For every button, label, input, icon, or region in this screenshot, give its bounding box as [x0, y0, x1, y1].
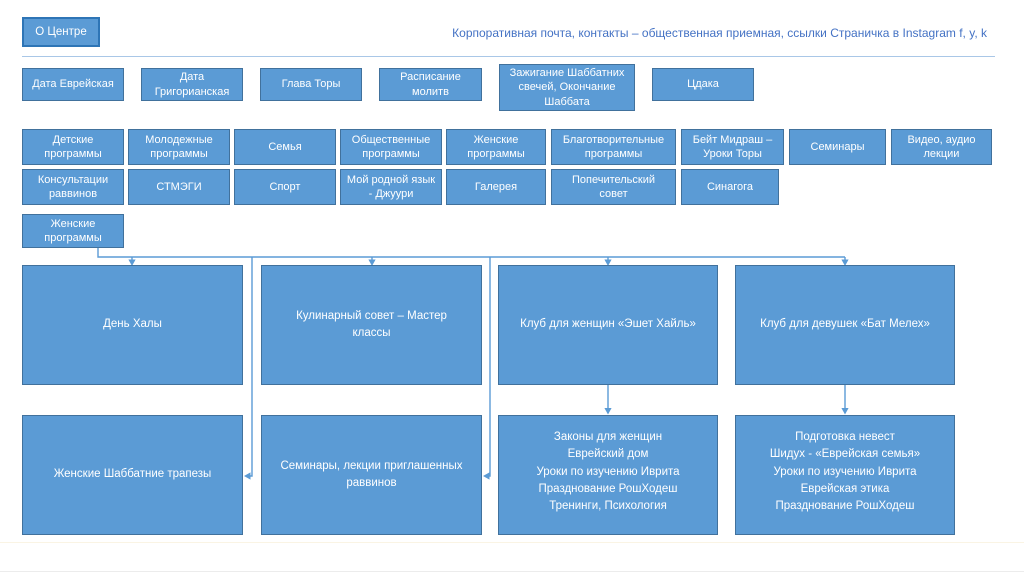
tile-gallery[interactable]: Галерея	[446, 169, 546, 205]
detail-card-shabbat-meals[interactable]: Женские Шаббатние трапезы	[22, 415, 243, 535]
corporate-links-text[interactable]: Корпоративная почта, контакты – обществе…	[452, 26, 987, 40]
program-card-chala-day[interactable]: День Халы	[22, 265, 243, 385]
tile-synagogue[interactable]: Синагога	[681, 169, 779, 205]
tile-prayer-schedule[interactable]: Расписание молитв	[379, 68, 482, 101]
tile-jewish-date[interactable]: Дата Еврейская	[22, 68, 124, 101]
tile-public-programs[interactable]: Общественные программы	[340, 129, 442, 165]
detail-line: Уроки по изучению Иврита	[536, 465, 680, 478]
program-card-culinary[interactable]: Кулинарный совет – Мастер классы	[261, 265, 482, 385]
arrowhead-down	[604, 408, 612, 415]
tile-tzedakah[interactable]: Цдака	[652, 68, 754, 101]
arrowhead-left	[483, 472, 490, 480]
detail-line: Тренинги, Психология	[549, 500, 667, 512]
detail-line: Уроки по изучению Иврита	[773, 465, 917, 478]
bottom-faint-line	[0, 542, 1024, 543]
tile-native-language[interactable]: Мой родной язык - Джуури	[340, 169, 442, 205]
trunk-line	[97, 248, 845, 258]
program-card-bat-melech[interactable]: Клуб для девушек «Бат Мелех»	[735, 265, 955, 385]
detail-line: Шидух - «Еврейская семья»	[769, 448, 921, 461]
tile-beit-midrash[interactable]: Бейт Мидраш – Уроки Торы	[681, 129, 784, 165]
tile-gregorian-date[interactable]: Дата Григорианская	[141, 68, 243, 101]
drop-line-1	[250, 257, 253, 477]
selected-womens-programs-node[interactable]: Женские программы	[22, 214, 124, 248]
tile-seminars[interactable]: Семинары	[789, 129, 886, 165]
detail-line: Празднование РошХодеш	[538, 482, 678, 495]
arrowhead-left	[244, 472, 251, 480]
arrowhead-down	[841, 408, 849, 415]
tile-torah-portion[interactable]: Глава Торы	[260, 68, 362, 101]
tile-sport[interactable]: Спорт	[234, 169, 336, 205]
program-card-eshet-chail[interactable]: Клуб для женщин «Эшет Хайль»	[498, 265, 718, 385]
detail-card-bride-prep[interactable]: Подготовка невест Шидух - «Еврейская сем…	[735, 415, 955, 535]
about-center-button[interactable]: О Центре	[22, 17, 100, 47]
detail-line: Еврейская этика	[800, 482, 890, 495]
detail-line: Еврейский дом	[567, 448, 649, 461]
tile-video-audio[interactable]: Видео, аудио лекции	[891, 129, 992, 165]
tile-charity-programs[interactable]: Благотворительные программы	[551, 129, 676, 165]
tile-youth-programs[interactable]: Молодежные программы	[128, 129, 230, 165]
detail-card-women-laws[interactable]: Законы для женщин Еврейский дом Уроки по…	[498, 415, 718, 535]
detail-line: Законы для женщин	[553, 431, 663, 443]
tile-rabbi-consultations[interactable]: Консультации раввинов	[22, 169, 124, 205]
tile-trustees[interactable]: Попечительский совет	[551, 169, 676, 205]
tile-stmegi[interactable]: СТМЭГИ	[128, 169, 230, 205]
header-divider	[22, 56, 995, 57]
tile-shabbat-candles[interactable]: Зажигание Шаббатних свечей, Окончание Ша…	[499, 64, 635, 111]
detail-line: Подготовка невест	[795, 431, 895, 443]
detail-line: Празднование РошХодеш	[775, 500, 915, 512]
tile-children-programs[interactable]: Детские программы	[22, 129, 124, 165]
detail-card-seminars-lectures[interactable]: Семинары, лекции приглашенных раввинов	[261, 415, 482, 535]
drop-line-2	[489, 257, 491, 477]
bottom-edge-line	[0, 571, 1024, 572]
tile-family[interactable]: Семья	[234, 129, 336, 165]
tile-womens-programs[interactable]: Женские программы	[446, 129, 546, 165]
